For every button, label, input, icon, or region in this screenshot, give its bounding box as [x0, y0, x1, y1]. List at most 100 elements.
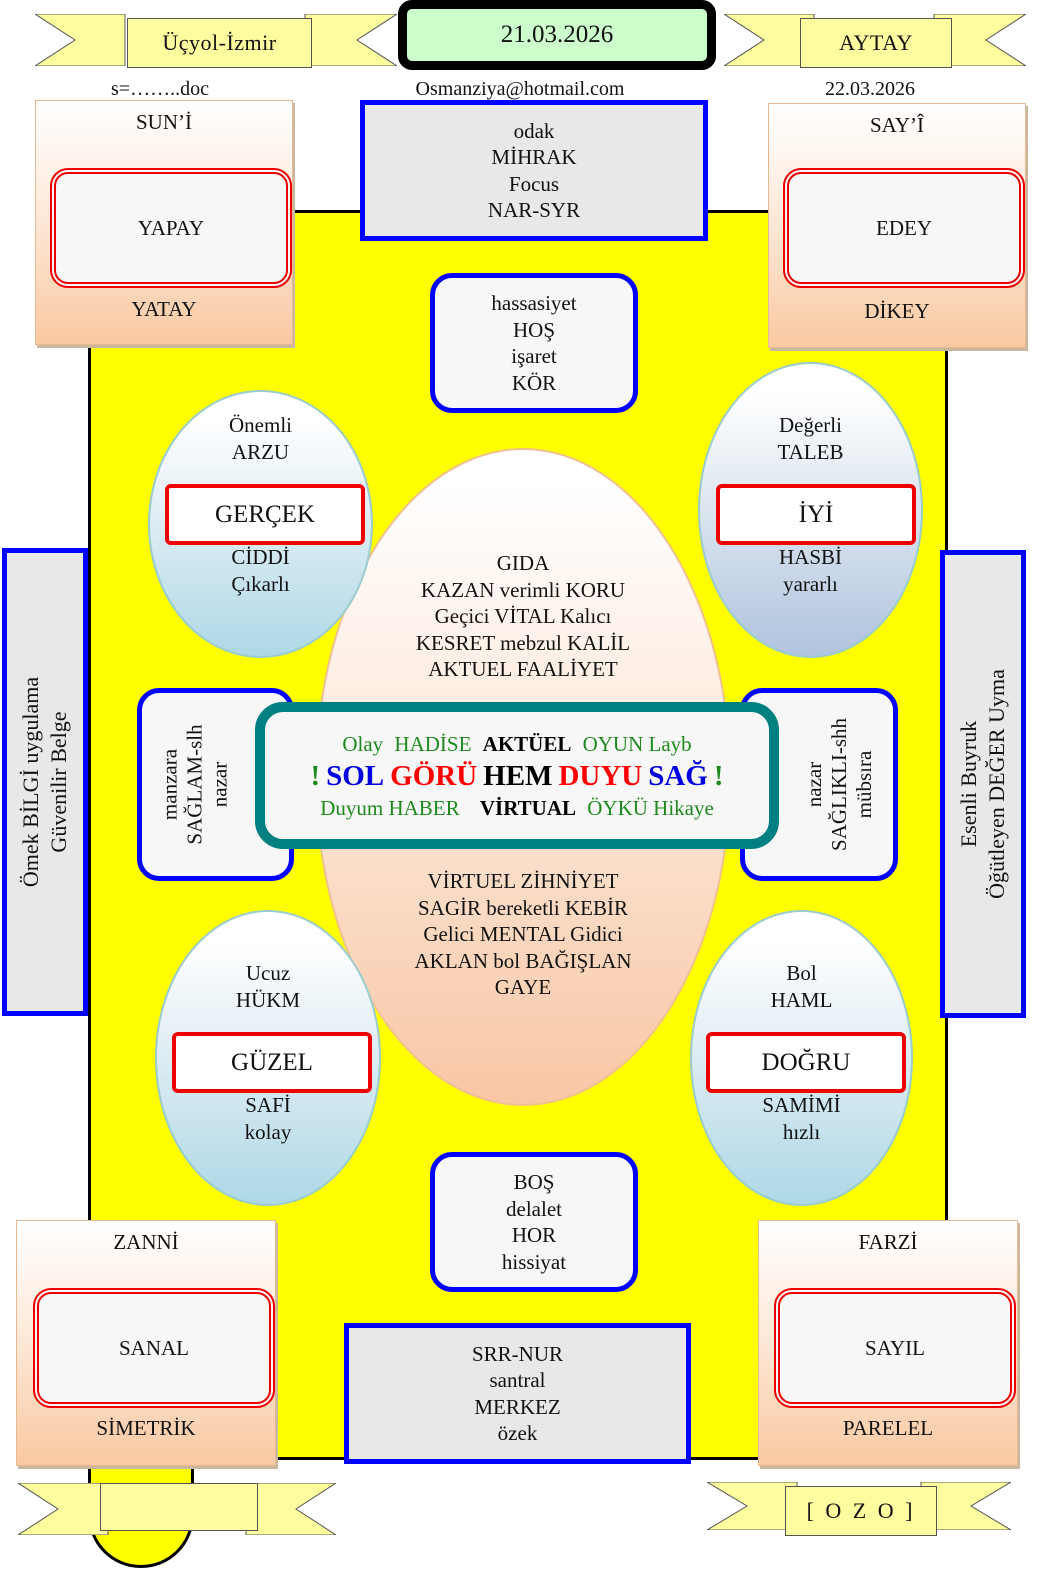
- ellipse-label: GÜZEL: [172, 1032, 372, 1093]
- text-line: KESRET mebzul KALİL: [415, 630, 631, 655]
- ellipse-label: GERÇEK: [165, 484, 365, 545]
- empty-box: BOŞ delalet HOR hissiyat: [430, 1152, 638, 1292]
- word: Duyum HABER: [320, 795, 460, 820]
- center-box: SRR-NUR santral MERKEZ özek: [344, 1323, 691, 1464]
- text-line: yararlı: [783, 571, 838, 596]
- box-line: HOŞ: [512, 317, 555, 342]
- panel-title: FARZİ: [858, 1230, 918, 1254]
- date-box: 21.03.2026: [398, 0, 716, 70]
- text-line: nazar: [208, 761, 232, 808]
- box-line: KÖR: [511, 370, 557, 395]
- text-line: Ömek BİLGİ uygulama: [18, 676, 44, 888]
- word: VİRTUAL: [479, 795, 576, 820]
- text-line: hızlı: [782, 1119, 821, 1144]
- text-line: Esenli Buyruk: [956, 720, 982, 848]
- text-line: VİRTUEL ZİHNİYET: [427, 869, 619, 893]
- text-line: ARZU: [231, 439, 290, 464]
- text-line: Güvenilir Belge: [46, 711, 72, 853]
- footer-right-label: [ O Z O ]: [785, 1486, 937, 1536]
- word: ÖYKÜ Hikaye: [587, 795, 714, 820]
- text-line: Geçici VİTAL Kalıcı: [434, 604, 612, 628]
- word: GÖRÜ: [390, 759, 478, 792]
- panel-top-left: SUN’İ YAPAY YATAY: [35, 100, 293, 345]
- box-line: BOŞ: [513, 1170, 555, 1194]
- location-label: Üçyol-İzmir: [127, 18, 312, 68]
- panel-center: YAPAY: [50, 168, 292, 288]
- text-line: SAMİMİ: [762, 1093, 841, 1117]
- footer-left-label: [100, 1483, 258, 1531]
- word: DUYU: [558, 759, 643, 792]
- second-date: 22.03.2026: [825, 78, 915, 100]
- text-line: Öğütleyen DEĞER Uyma: [984, 669, 1010, 899]
- ellipse-label: DOĞRU: [706, 1032, 906, 1093]
- text-line: Önemli: [229, 413, 292, 437]
- text-line: mübsıra: [851, 750, 876, 819]
- text-line: AKLAN bol BAĞIŞLAN: [414, 948, 632, 973]
- text-line: AKTUEL FAALİYET: [428, 657, 618, 681]
- ribbon-top-right: [724, 14, 1026, 66]
- box-line: HOR: [511, 1223, 557, 1247]
- file-note: s=……..doc: [111, 78, 209, 100]
- text-line: Çıkarlı: [231, 571, 290, 596]
- center-top-text: GIDA KAZAN verimli KORU Geçici VİTAL Kal…: [317, 550, 729, 683]
- text-line: nazar: [801, 761, 826, 808]
- text-line: TALEB: [777, 439, 844, 464]
- text-line: SAĞLAM-slh: [183, 724, 207, 845]
- text-line: SAFİ: [245, 1093, 291, 1117]
- panel-title: SUN’İ: [136, 110, 192, 134]
- text-line: SAGİR bereketli KEBİR: [418, 895, 628, 920]
- text-line: CİDDİ: [231, 545, 290, 569]
- email-text[interactable]: Osmanziya@hotmail.com: [415, 78, 625, 100]
- box-line: MERKEZ: [474, 1394, 561, 1419]
- word: HEM: [483, 759, 553, 792]
- word: SOL: [326, 759, 385, 792]
- text-line: GAYE: [494, 975, 552, 999]
- text-line: kolay: [244, 1119, 292, 1144]
- word: HADİSE: [394, 731, 472, 756]
- focus-box: odak MİHRAK Focus NAR-SYR: [360, 100, 708, 241]
- box-line: hassasiyet: [491, 291, 577, 315]
- box-line: NAR-SYR: [487, 198, 581, 222]
- text-line: GIDA: [496, 551, 550, 575]
- exclamation: !: [713, 759, 724, 792]
- panel-bottom: DİKEY: [864, 299, 930, 323]
- panel-bottom: YATAY: [131, 297, 197, 321]
- text-line: Ucuz: [245, 961, 291, 985]
- sensitivity-box: hassasiyet HOŞ işaret KÖR: [430, 273, 638, 413]
- author-label: AYTAY: [800, 18, 952, 68]
- panel-bottom-right: FARZİ SAYIL PARELEL: [758, 1220, 1018, 1466]
- panel-bottom-left: ZANNİ SANAL SİMETRİK: [16, 1220, 276, 1466]
- text-line: SAĞLIKLI-shh: [826, 718, 851, 851]
- panel-title: ZANNİ: [113, 1230, 179, 1254]
- box-line: Focus: [508, 171, 560, 196]
- word: Olay: [342, 731, 384, 756]
- panel-center: SAYIL: [774, 1288, 1016, 1408]
- panel-title: SAY’Î: [869, 113, 925, 137]
- ellipse-label: İYİ: [716, 484, 916, 545]
- word: AKTÜEL: [482, 731, 572, 756]
- panel-center: EDEY: [783, 168, 1025, 288]
- text-line: HÜKM: [235, 987, 301, 1012]
- ribbon-bottom-right: [707, 1482, 1011, 1530]
- word: OYUN Layb: [582, 731, 692, 756]
- panel-top-right: SAY’Î EDEY DİKEY: [768, 103, 1026, 348]
- text-line: manzara: [158, 748, 182, 821]
- ribbon-top-left: [35, 14, 397, 66]
- box-line: hissiyat: [501, 1249, 567, 1274]
- center-bottom-text: VİRTUEL ZİHNİYET SAGİR bereketli KEBİR G…: [317, 868, 729, 1001]
- text-line: Gelici MENTAL Gidici: [423, 922, 623, 946]
- box-line: santral: [489, 1368, 546, 1392]
- panel-center: SANAL: [33, 1288, 275, 1408]
- text-line: HAML: [770, 987, 833, 1012]
- ribbon-bottom-left: [18, 1483, 336, 1535]
- box-line: MİHRAK: [491, 145, 577, 169]
- text-line: KAZAN verimli KORU: [420, 577, 626, 602]
- box-line: delalet: [506, 1196, 562, 1221]
